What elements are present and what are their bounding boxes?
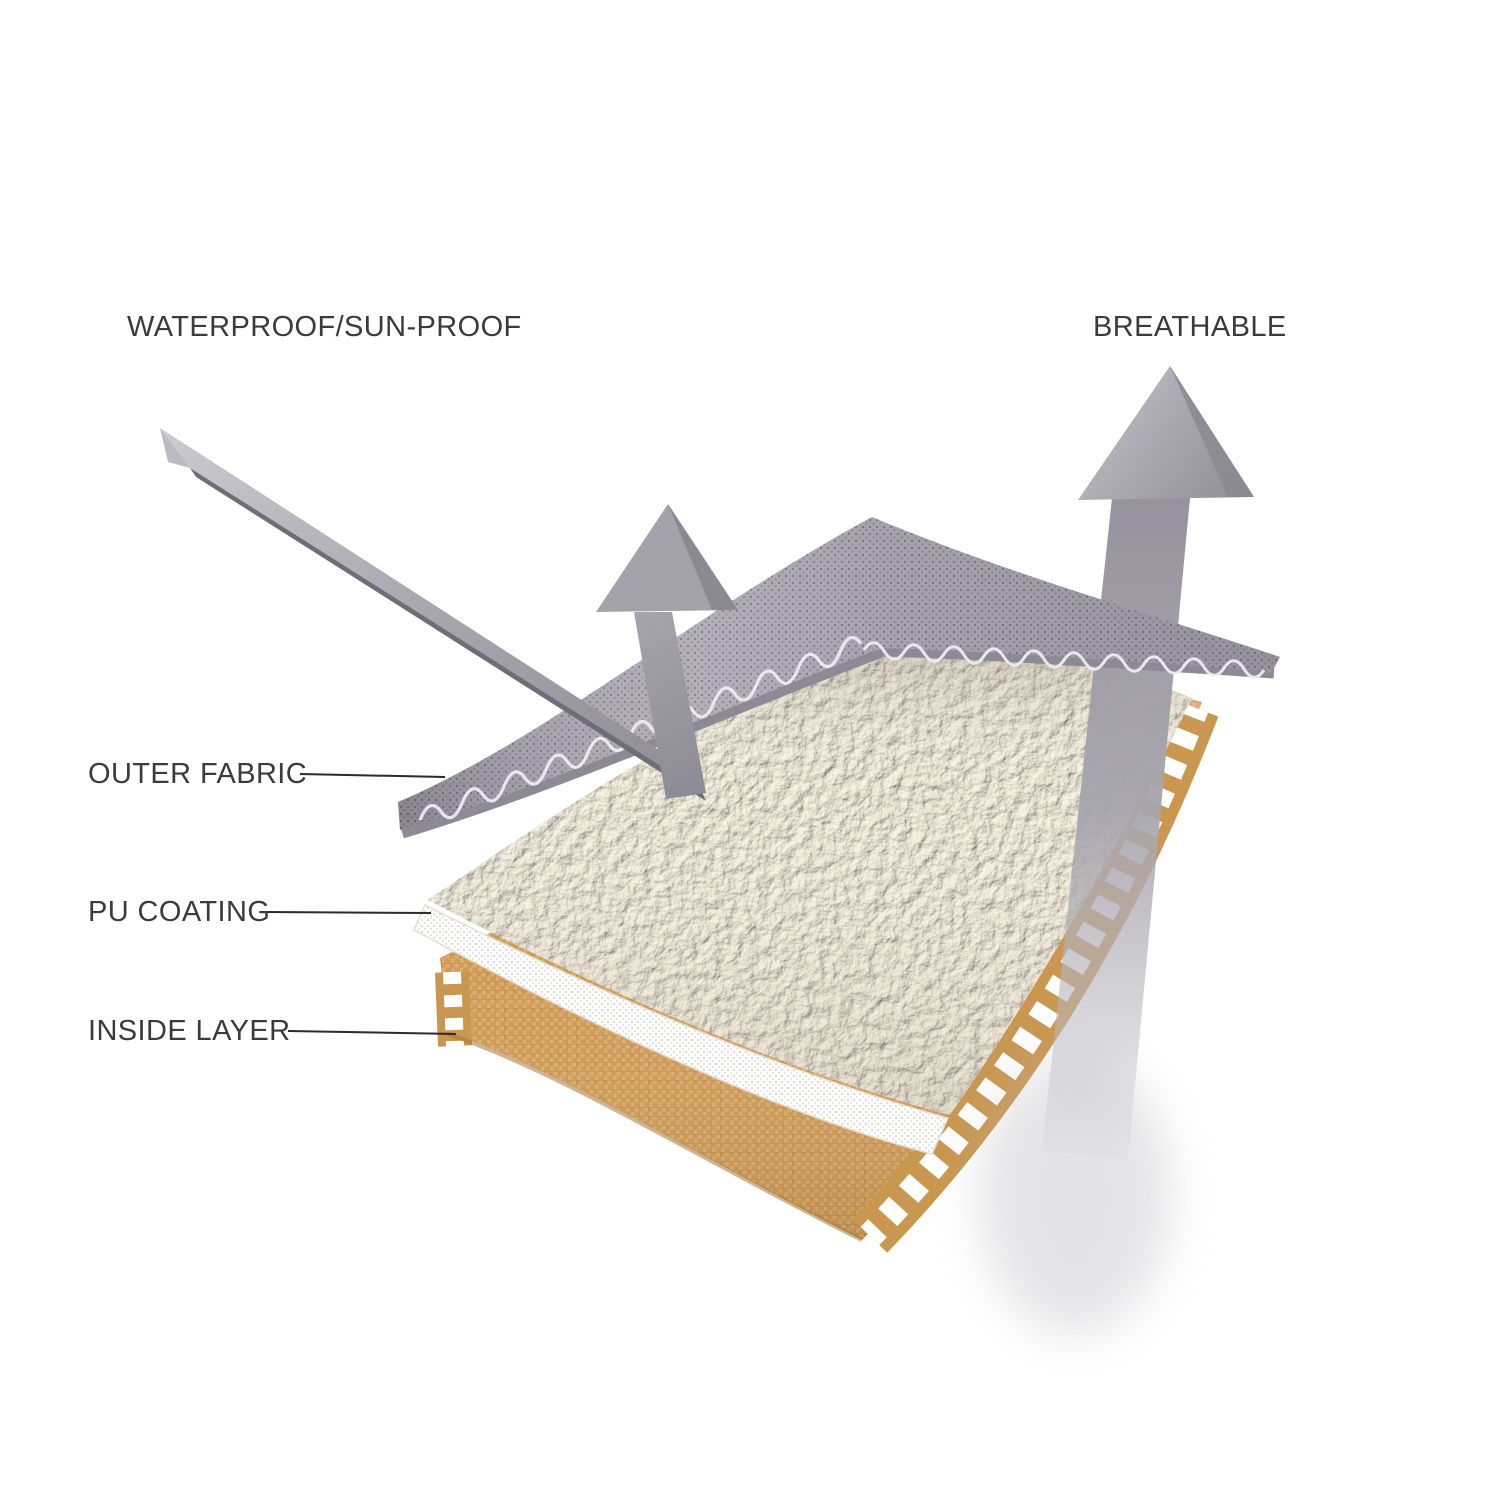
outer-fabric-sheet	[398, 517, 1280, 839]
inside-layer-ladder-holes	[860, 703, 1209, 1246]
inside-layer-label: INSIDE LAYER	[88, 1015, 291, 1047]
pu-coating-mesh-band	[413, 903, 950, 1155]
waterproof-ray-beam	[160, 428, 706, 801]
waterproof-label: WATERPROOF/SUN-PROOF	[127, 311, 522, 343]
waterproof-ray-beam-tip	[160, 428, 190, 468]
breathable-arrow-head-facet	[1170, 366, 1254, 497]
outer-fabric-leader-line	[299, 773, 446, 778]
pu-coating-leader-line	[265, 911, 432, 914]
outer-fabric-coil-wave-left	[418, 635, 863, 821]
breathable-arrow-head	[1078, 366, 1254, 500]
inside-layer-leader-line	[287, 1030, 457, 1035]
waterproof-ray-beam-underside	[190, 468, 706, 801]
outer-fabric-label: OUTER FABRIC	[88, 758, 308, 790]
leader-lines	[265, 773, 457, 1035]
breathable-label: BREATHABLE	[1093, 311, 1287, 343]
reflected-arrow-head-facet	[668, 504, 738, 610]
pu-coating-sheet	[413, 649, 1192, 1155]
reflected-arrow	[596, 504, 738, 799]
pu-coating-label: PU COATING	[88, 896, 271, 928]
reflected-arrow-shaft	[634, 612, 706, 799]
outer-fabric-coil-wave-right	[862, 641, 1266, 679]
